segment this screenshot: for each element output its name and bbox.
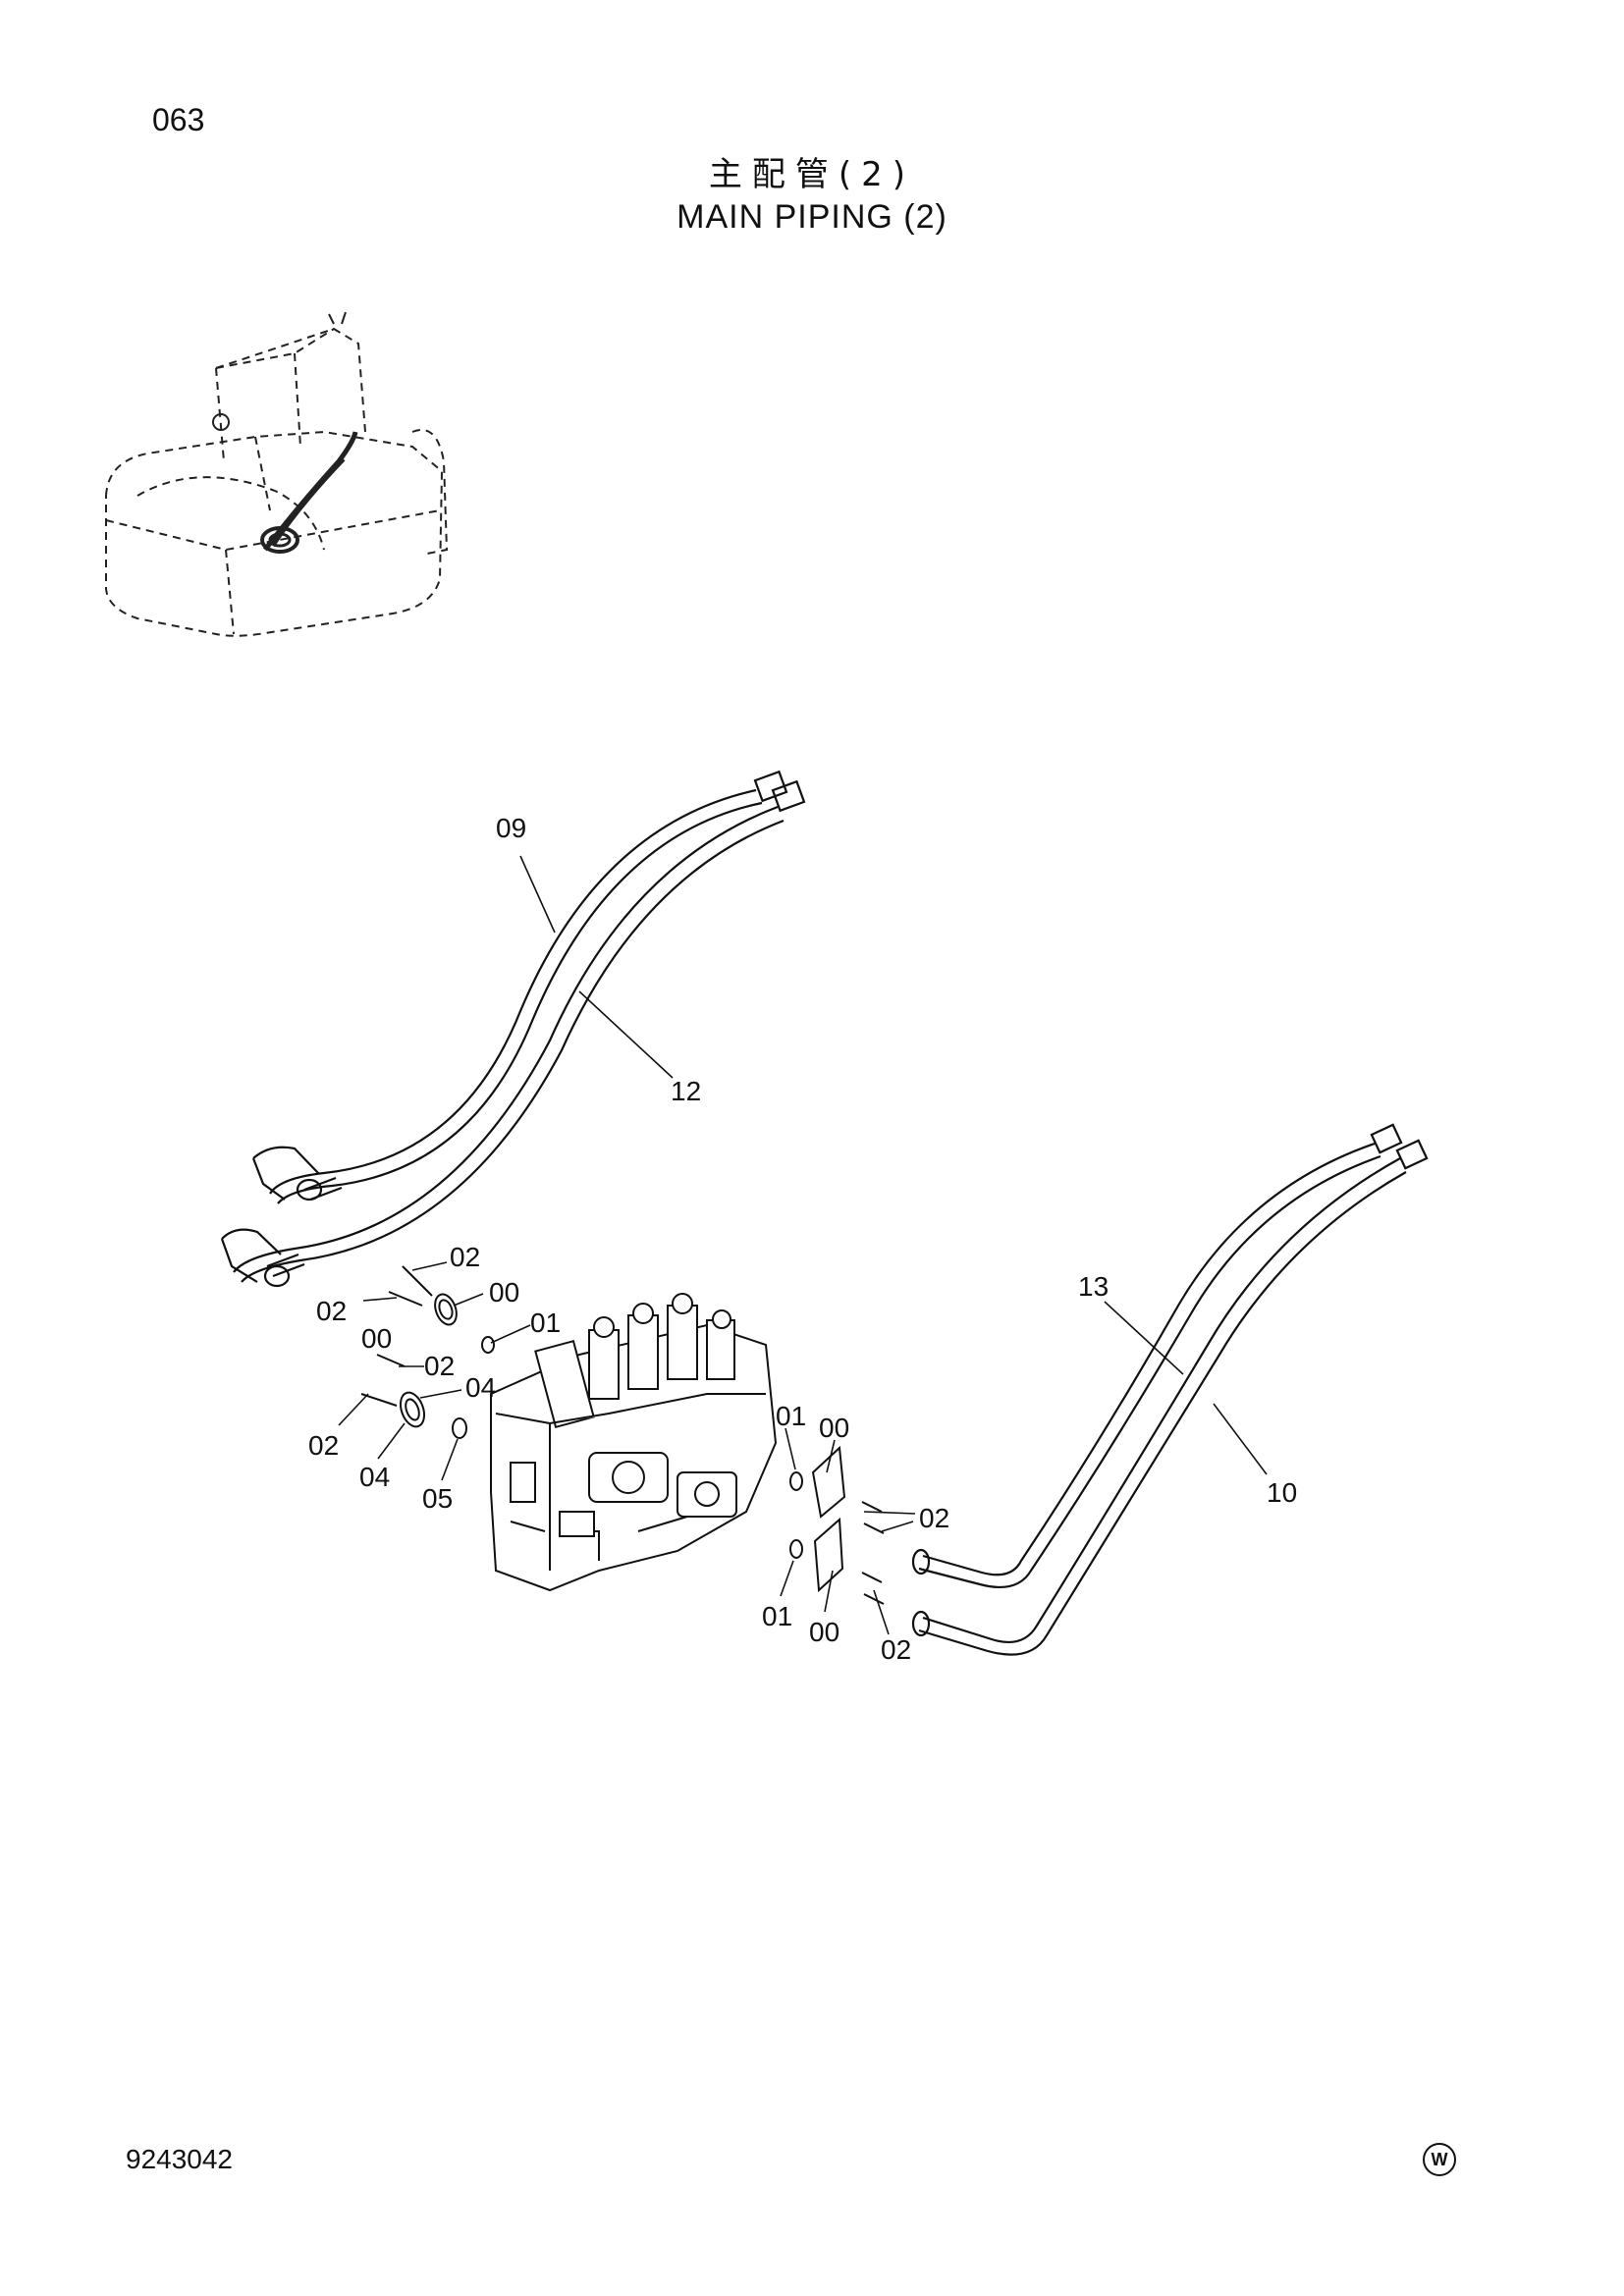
callout-label: 02: [316, 1296, 347, 1326]
callout-label: 04: [465, 1372, 496, 1403]
callout-label: 13: [1078, 1271, 1109, 1302]
callout-label: 02: [881, 1634, 911, 1665]
callout-label: 04: [359, 1462, 390, 1492]
callout-label: 12: [671, 1076, 701, 1106]
callout-label: 09: [496, 813, 526, 843]
callout-label: 00: [809, 1617, 839, 1647]
control-valve: [490, 1293, 778, 1592]
callout-label: 01: [530, 1308, 561, 1338]
callout-label: 00: [819, 1413, 849, 1443]
locator-view: [105, 311, 449, 637]
page-title-japanese: 主配管(2): [708, 155, 916, 194]
callout-label: 01: [762, 1601, 792, 1631]
callout-labels: 09 12 02 00 02 00 01 02 04 02 04 05 01 0…: [308, 813, 1297, 1665]
leader-lines: [338, 855, 1268, 1635]
callout-label: 02: [450, 1242, 480, 1272]
footer-code: 9243042: [126, 2144, 234, 2174]
footer-mark: W: [1423, 2143, 1456, 2176]
fittings: [360, 1265, 885, 1605]
callout-label: 02: [424, 1351, 455, 1381]
page-number: 063: [152, 102, 205, 137]
hose-right: [911, 1123, 1429, 1656]
callout-label: 02: [308, 1430, 339, 1461]
callout-label: 05: [422, 1483, 453, 1514]
callout-label: 10: [1267, 1477, 1297, 1508]
page-title: MAIN PIPING (2): [677, 198, 947, 236]
callout-label: 01: [776, 1401, 806, 1431]
hose-upper: [220, 770, 806, 1288]
callout-label: 02: [919, 1503, 949, 1533]
callout-label: 00: [489, 1277, 519, 1308]
callout-label: 00: [361, 1323, 392, 1354]
